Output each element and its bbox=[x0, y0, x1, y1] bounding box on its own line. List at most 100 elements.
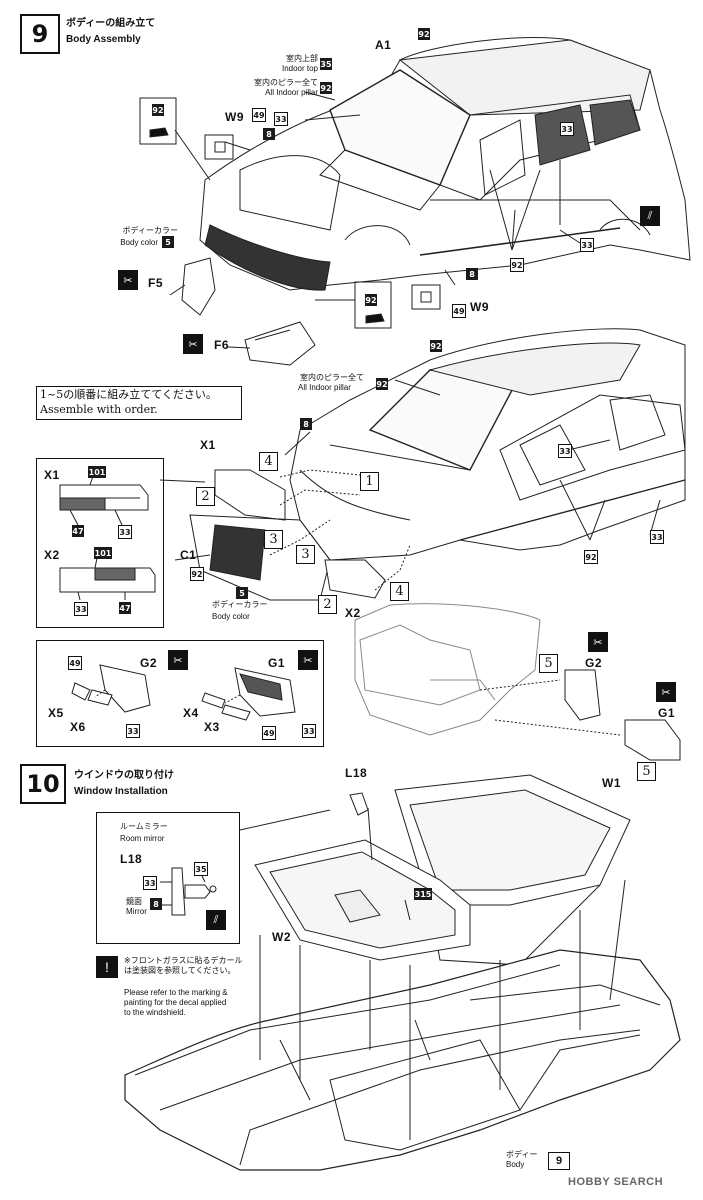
order-step-4-bottom: 4 bbox=[390, 582, 409, 601]
watermark: HOBBY SEARCH bbox=[568, 1176, 664, 1188]
order-step-5-top: 5 bbox=[539, 654, 558, 673]
indoor-top-jp: 室内上部 bbox=[286, 54, 318, 63]
x1-x2-detail-box bbox=[36, 458, 164, 628]
windshield-note-jp: ※フロントガラスに貼るデカールは塗装図を参照してください。 bbox=[124, 956, 243, 975]
part-label-l18: L18 bbox=[345, 766, 368, 780]
body-ref-en: Body bbox=[506, 1160, 525, 1169]
part-label-w1: W1 bbox=[602, 776, 621, 790]
all-pillar-jp-2: 室内のピラー全て bbox=[300, 373, 364, 382]
assemble-order-box bbox=[36, 386, 242, 420]
room-mirror-detail-box bbox=[96, 812, 240, 944]
color-tag-92-detail-right: 92 bbox=[365, 294, 377, 306]
detail-label-x4: X4 bbox=[183, 706, 199, 720]
color-tag-92-doors: 92 bbox=[510, 258, 524, 272]
all-pillar-jp: 室内のピラー全て bbox=[254, 78, 318, 87]
body-ref-jp: ボディー bbox=[506, 1150, 538, 1159]
room-mirror-en: Room mirror bbox=[120, 834, 165, 843]
color-tag-101-x1: 101 bbox=[88, 466, 106, 478]
detail-label-g1: G1 bbox=[268, 656, 286, 670]
cut-icon-g2-front: ✂ bbox=[588, 632, 608, 652]
order-step-5-bottom: 5 bbox=[637, 762, 656, 781]
step-9-number: 9 bbox=[20, 14, 60, 54]
color-tag-33-sill2: 33 bbox=[650, 530, 664, 544]
part-label-f6: F6 bbox=[214, 338, 230, 352]
step-10-title-en: Window Installation bbox=[74, 786, 168, 797]
part-label-w9-top: W9 bbox=[225, 110, 244, 124]
color-tag-92-top: 92 bbox=[418, 28, 430, 40]
color-tag-49-g1: 49 bbox=[262, 726, 276, 740]
body-color-jp: ボディーカラー bbox=[122, 226, 178, 235]
detail-label-x6: X6 bbox=[70, 720, 86, 734]
color-tag-5-mid: 5 bbox=[236, 587, 248, 599]
color-tag-8-bottom: 8 bbox=[466, 268, 478, 280]
color-tag-8-mirror: 8 bbox=[150, 898, 162, 910]
color-tag-92-pillar: 92 bbox=[320, 82, 332, 94]
color-tag-35: 35 bbox=[320, 58, 332, 70]
step-10-title-jp: ウインドウの取り付け bbox=[74, 770, 174, 781]
color-tag-49-g2: 49 bbox=[68, 656, 82, 670]
part-label-f5: F5 bbox=[148, 276, 164, 290]
color-tag-92-detail-left: 92 bbox=[152, 104, 164, 116]
body-color-en: Body color bbox=[120, 238, 158, 247]
color-tag-5-top: 5 bbox=[162, 236, 174, 248]
detail-label-x5: X5 bbox=[48, 706, 64, 720]
color-tag-92-c1: 92 bbox=[190, 567, 204, 581]
body-color-en-2: Body color bbox=[212, 612, 250, 621]
color-tag-33-window2: 33 bbox=[558, 444, 572, 458]
step-10-number: 10 bbox=[20, 764, 66, 804]
color-tag-47-x1: 47 bbox=[72, 525, 84, 537]
cut-icon-f6: ✂ bbox=[183, 334, 203, 354]
detail-label-x2: X2 bbox=[44, 548, 60, 562]
color-tag-315: 315 bbox=[414, 888, 432, 900]
room-mirror-jp: ルームミラー bbox=[120, 822, 168, 831]
all-pillar-en-2: All Indoor pillar bbox=[298, 383, 351, 392]
order-step-2-bottom: 2 bbox=[318, 595, 337, 614]
mirror-en: Mirror bbox=[126, 907, 147, 916]
part-label-w2: W2 bbox=[272, 930, 291, 944]
assemble-order-jp: 1~5の順番に組み立ててください。 bbox=[40, 388, 217, 401]
color-tag-33-top: 33 bbox=[274, 112, 288, 126]
color-tag-33-sill: 33 bbox=[580, 238, 594, 252]
color-tag-92-roof2: 92 bbox=[430, 340, 442, 352]
mirror-jp: 鏡面 bbox=[126, 897, 142, 906]
color-tag-33-g1: 33 bbox=[302, 724, 316, 738]
color-tag-33-g2: 33 bbox=[126, 724, 140, 738]
assemble-order-en: Assemble with order. bbox=[40, 403, 158, 416]
decal-icon: ⫽ bbox=[640, 206, 660, 226]
color-tag-49-bottom: 49 bbox=[452, 304, 466, 318]
order-step-1: 1 bbox=[360, 472, 379, 491]
part-label-g1-front: G1 bbox=[658, 706, 676, 720]
color-tag-33-window: 33 bbox=[560, 122, 574, 136]
detail-label-x3: X3 bbox=[204, 720, 220, 734]
order-step-4-top: 4 bbox=[259, 452, 278, 471]
detail-label-g2: G2 bbox=[140, 656, 158, 670]
cut-icon-f5: ✂ bbox=[118, 270, 138, 290]
color-tag-101-x2: 101 bbox=[94, 547, 112, 559]
color-tag-33-x2: 33 bbox=[74, 602, 88, 616]
body-color-jp-2: ボディーカラー bbox=[212, 600, 268, 609]
part-label-a1: A1 bbox=[375, 38, 392, 52]
note-icon: ! bbox=[96, 956, 118, 978]
step-9-title-en: Body Assembly bbox=[66, 34, 141, 45]
windshield-note-en: Please refer to the marking & painting f… bbox=[124, 988, 228, 1017]
color-tag-92-pillar2: 92 bbox=[376, 378, 388, 390]
color-tag-92-doors2: 92 bbox=[584, 550, 598, 564]
g1-g2-detail-box bbox=[36, 640, 324, 747]
detail-label-x1: X1 bbox=[44, 468, 60, 482]
all-pillar-en: All Indoor pillar bbox=[265, 88, 318, 97]
order-step-3-bottom: 3 bbox=[296, 545, 315, 564]
detail-label-l18: L18 bbox=[120, 852, 143, 866]
order-step-2-left: 2 bbox=[196, 487, 215, 506]
body-ref-step-9: 9 bbox=[548, 1152, 570, 1170]
color-tag-49-top: 49 bbox=[252, 108, 266, 122]
step-9-title-jp: ボディーの組み立て bbox=[66, 18, 156, 29]
decal-icon-mirror: ⫽ bbox=[206, 910, 226, 930]
color-tag-33-x1: 33 bbox=[118, 525, 132, 539]
color-tag-8-mid: 8 bbox=[300, 418, 312, 430]
cut-icon-g1-front: ✂ bbox=[656, 682, 676, 702]
color-tag-8-top: 8 bbox=[263, 128, 275, 140]
part-label-x1: X1 bbox=[200, 438, 216, 452]
indoor-top-en: Indoor top bbox=[281, 64, 318, 73]
order-step-3-top: 3 bbox=[264, 530, 283, 549]
part-label-g2-front: G2 bbox=[585, 656, 603, 670]
